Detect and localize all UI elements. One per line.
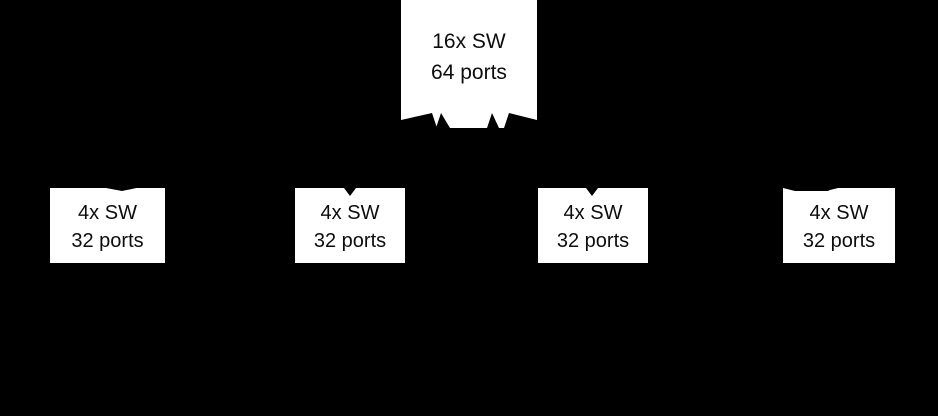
edge-spine-to-leaf-3	[491, 120, 595, 196]
notch-spine-left-inner	[436, 113, 450, 128]
edge-spine-to-leaf-4	[513, 119, 831, 197]
node-leaf-2-port-count: 32 ports	[313, 229, 387, 252]
node-spine-switch-count: 16x SW	[432, 30, 506, 54]
node-leaf-1-switch-count: 4x SW	[78, 201, 137, 224]
node-leaf-switch-3[interactable]: 4x SW 32 ports	[538, 188, 648, 263]
node-spine-port-count: 64 ports	[431, 60, 507, 84]
notch-leaf-4-wedge	[783, 181, 830, 191]
node-leaf-4-port-count: 32 ports	[802, 229, 876, 252]
notch-spine-right-inner	[487, 113, 499, 128]
node-leaf-2-switch-count: 4x SW	[320, 201, 380, 224]
notch-leaf-1	[106, 182, 165, 191]
node-leaf-switch-4[interactable]: 4x SW 32 ports	[783, 188, 895, 263]
node-spine-switch[interactable]: 16x SW 64 ports	[401, 0, 537, 128]
notch-leaf-3	[586, 188, 598, 196]
node-leaf-3-switch-count: 4x SW	[563, 201, 623, 224]
edge-spine-to-leaf-2	[347, 120, 449, 196]
notch-spine-left-outer	[401, 113, 437, 128]
notch-spine-right-outer	[504, 113, 537, 128]
node-leaf-3-port-count: 32 ports	[556, 229, 630, 252]
node-leaf-4-switch-count: 4x SW	[809, 201, 869, 224]
edge-spine-to-leaf-1	[129, 119, 426, 197]
node-leaf-1-port-count: 32 ports	[71, 229, 144, 252]
node-leaf-switch-1[interactable]: 4x SW 32 ports	[50, 188, 165, 263]
node-leaf-switch-2[interactable]: 4x SW 32 ports	[295, 188, 405, 263]
notch-leaf-4	[783, 182, 838, 191]
notch-leaf-2	[344, 188, 356, 196]
